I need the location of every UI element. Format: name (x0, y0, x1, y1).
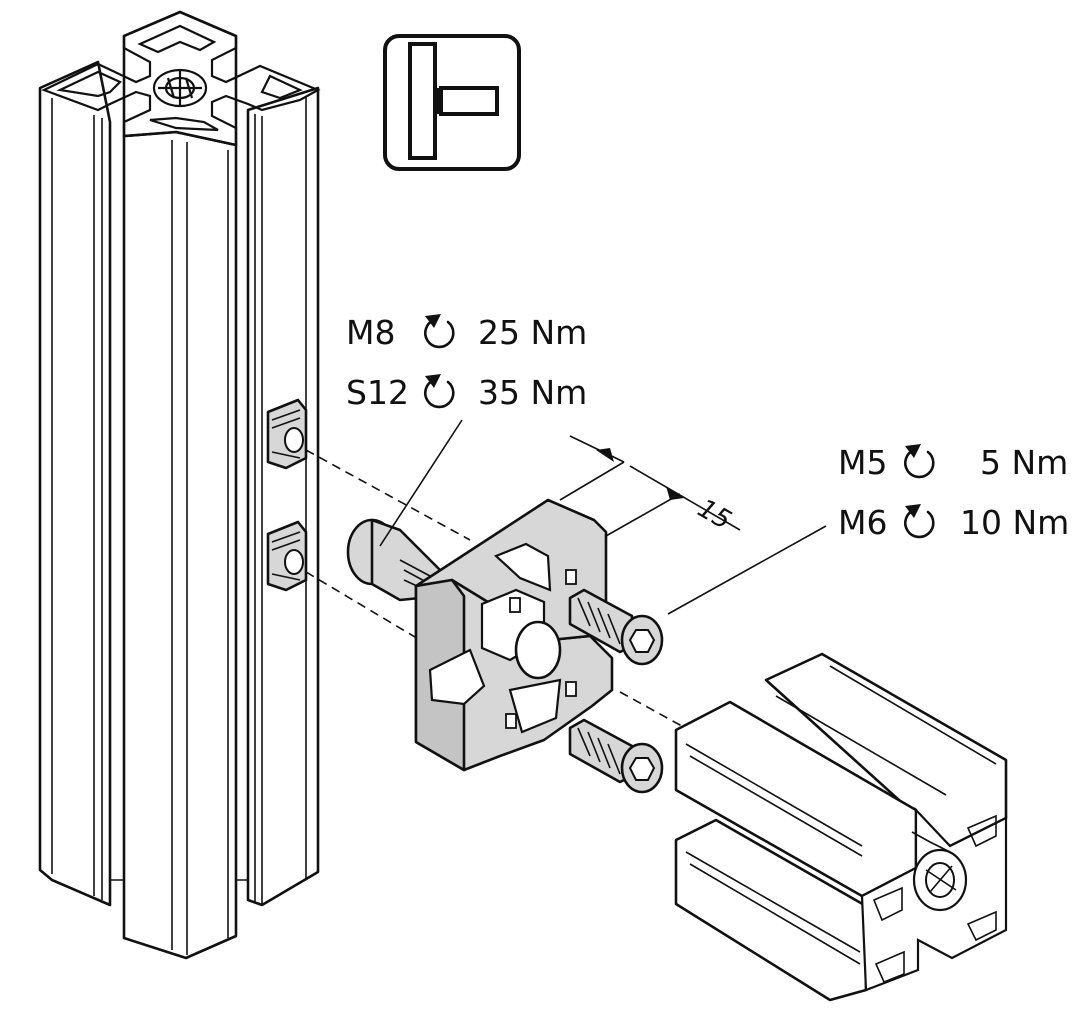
clockwise-tighten-arrow-icon (903, 502, 935, 539)
screw-m6-upper (568, 588, 664, 666)
t-joint-symbol-icon (383, 34, 521, 171)
connector-block (346, 498, 614, 772)
screw-m6-lower (568, 718, 664, 794)
m5-torque-text: 5 Nm (980, 443, 1068, 482)
torque-label-s12: S12 35 Nm (346, 372, 587, 412)
s12-size-text: S12 (346, 373, 409, 412)
s12-torque-text: 35 Nm (478, 373, 587, 412)
clockwise-tighten-arrow-icon (903, 442, 935, 479)
m5-size-text: M5 (838, 443, 887, 482)
m8-torque-text: 25 Nm (478, 313, 587, 352)
torque-label-m6: M6 10 Nm (838, 502, 1069, 542)
m6-size-text: M6 (838, 503, 887, 542)
dimension-label: 15 (692, 493, 736, 536)
clockwise-tighten-arrow-icon (423, 312, 455, 349)
horizontal-profile (674, 652, 1008, 1002)
vertical-profile (38, 10, 321, 960)
t-slot-nut-upper (266, 398, 308, 470)
clockwise-tighten-arrow-icon (423, 372, 455, 409)
m8-size-text: M8 (346, 313, 395, 352)
torque-label-m8: M8 25 Nm (346, 312, 587, 352)
torque-label-m5: M5 5 Nm (838, 442, 1068, 482)
t-slot-nut-lower (266, 520, 308, 592)
leader-lines (379, 419, 827, 615)
m6-torque-text: 10 Nm (960, 503, 1069, 542)
